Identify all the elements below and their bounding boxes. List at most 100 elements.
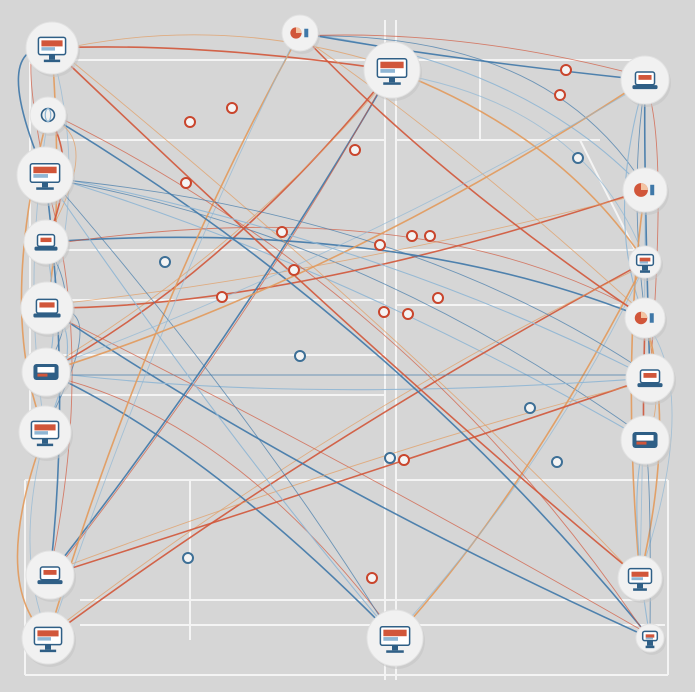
chart-icon: [634, 183, 655, 197]
node-n8: [23, 219, 70, 267]
junction-dot: [349, 144, 361, 156]
keyboard: [33, 313, 61, 318]
node-n18: [21, 611, 76, 667]
keyboard: [34, 246, 58, 251]
stand: [642, 265, 648, 271]
edge-strand-n10-n20: [46, 310, 651, 636]
edge-n9-n18: [47, 261, 646, 639]
node-n6: [16, 146, 75, 206]
base: [36, 443, 54, 447]
base: [39, 649, 57, 653]
node-n13: [625, 353, 676, 405]
base: [633, 588, 647, 591]
server-icon: [632, 432, 658, 448]
laptop-icon: [33, 298, 61, 318]
keyboard: [37, 580, 63, 585]
node-n20: [635, 623, 666, 655]
screen-panel: [383, 637, 398, 641]
edge-strand-n20-n5: [47, 111, 651, 642]
junction-dot: [276, 226, 288, 238]
edge-n17-n1: [51, 47, 641, 579]
screen-panel: [34, 431, 48, 435]
edge-n16-n3: [49, 69, 393, 576]
lid-bar: [40, 237, 52, 243]
stand: [389, 77, 395, 83]
lid-bar: [638, 75, 652, 80]
monitor-icon: [641, 630, 659, 649]
edge-n2-n11: [299, 32, 646, 319]
edge-n4-n11: [623, 79, 646, 319]
edge-n1-n3: [51, 46, 393, 71]
edge-strand-n3-n9: [391, 72, 646, 260]
edge-strand-n1-n3: [51, 34, 393, 68]
slot: [37, 373, 48, 377]
junction-dot: [398, 454, 410, 466]
edge-strand-n19-n6: [44, 171, 396, 642]
junction-dot: [159, 256, 171, 268]
chart-slice: [641, 311, 648, 318]
edge-n20-n5: [47, 114, 651, 639]
edge-strand-n2-n7: [299, 35, 646, 188]
monitor-icon: [635, 253, 655, 273]
edge-n7-n10: [46, 189, 646, 309]
chart-bar: [649, 313, 654, 323]
screen-bar: [383, 629, 407, 637]
globe-icon: [40, 107, 56, 123]
junction-dot: [226, 102, 238, 114]
node-n10: [20, 281, 75, 337]
laptop-icon: [37, 566, 63, 585]
edge-n3-n9: [391, 69, 646, 263]
node-n9: [628, 245, 663, 281]
screen-panel: [639, 261, 648, 264]
edge-n10-n20: [46, 307, 651, 639]
node-n17: [617, 555, 664, 603]
edge-strand-n16-n3: [49, 66, 393, 579]
base: [36, 187, 54, 190]
node-n4: [620, 55, 671, 107]
chart-slice: [641, 183, 648, 190]
edge-n18-n2: [47, 32, 301, 639]
screen-bar: [631, 571, 649, 577]
node-n2: [281, 14, 320, 54]
screen-bar: [639, 257, 651, 262]
meridian: [44, 107, 52, 123]
base: [645, 645, 655, 649]
node-n3: [363, 41, 422, 101]
junction-dot: [572, 152, 584, 164]
edge-n9-n19: [394, 261, 646, 639]
panel: [636, 435, 654, 441]
laptop-icon: [34, 233, 58, 251]
edge-strand-n6-n15: [44, 177, 646, 438]
chart-icon: [290, 27, 309, 39]
edge-n12-n13: [45, 371, 651, 391]
presentation-icon: [376, 57, 408, 85]
edge-strand-n2-n4: [299, 34, 646, 78]
chart-bar: [650, 184, 655, 196]
screen-bar: [34, 424, 56, 431]
junction-dot: [182, 552, 194, 564]
monitor-icon: [33, 626, 63, 653]
edge-strand-n2-n11: [299, 35, 646, 316]
node-disc: [29, 96, 67, 134]
edge-n8-n11: [45, 236, 646, 319]
junction-dot: [424, 230, 436, 242]
node-n12: [21, 347, 72, 399]
base: [386, 650, 404, 653]
edge-strand-n9-n18: [47, 264, 646, 636]
edge-n6-n13: [44, 174, 651, 379]
junction-dot: [402, 308, 414, 320]
monitor-icon: [627, 567, 653, 591]
screen-bar: [33, 166, 57, 174]
stand: [392, 645, 398, 651]
junction-dot: [294, 350, 306, 362]
node-n14: [18, 405, 73, 461]
monitor-icon: [30, 420, 60, 447]
screen-bar: [380, 61, 404, 69]
screen-bar: [645, 634, 655, 638]
junction-dot: [406, 230, 418, 242]
edge-strand-n8-n11: [45, 226, 646, 316]
node-n19: [366, 609, 425, 669]
